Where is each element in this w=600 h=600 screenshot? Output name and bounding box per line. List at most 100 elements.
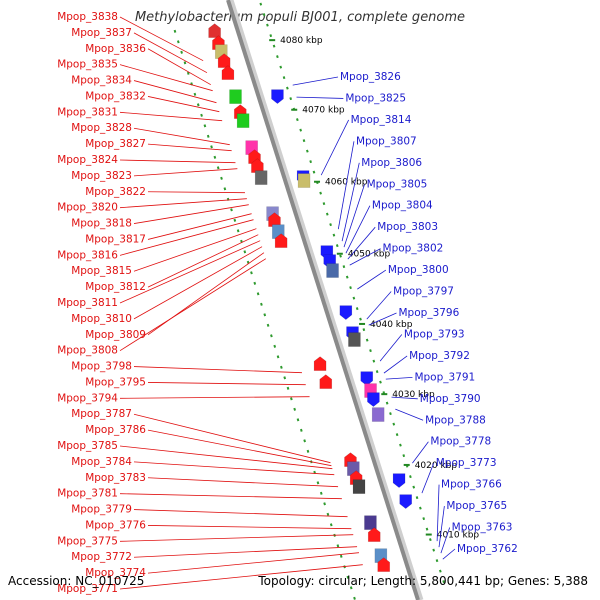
tick-dash bbox=[353, 596, 356, 600]
tick-dash bbox=[230, 208, 233, 212]
left-gene-label: Mpop_3795 bbox=[85, 376, 146, 388]
right-leader-line bbox=[349, 248, 381, 266]
tick-dash bbox=[200, 113, 203, 117]
tick-dash bbox=[262, 13, 266, 17]
tick-dash bbox=[180, 50, 183, 54]
tick-dash bbox=[345, 275, 349, 279]
tick-dash bbox=[220, 176, 223, 180]
left-leader-line bbox=[147, 552, 359, 574]
gene-feature bbox=[229, 89, 242, 104]
tick-dash bbox=[432, 548, 436, 552]
kbp-label: 4080 kbp bbox=[280, 36, 323, 46]
left-leader-line bbox=[119, 111, 223, 122]
tick-dash bbox=[193, 92, 197, 96]
tick-dash bbox=[270, 334, 273, 338]
tick-dash bbox=[379, 380, 382, 384]
tick-dash bbox=[279, 65, 283, 69]
tick-dash bbox=[389, 412, 392, 416]
left-leader-line bbox=[119, 258, 267, 352]
right-gene-label: Mpop_3802 bbox=[383, 243, 444, 255]
left-leader-line bbox=[119, 534, 354, 542]
tick-dash bbox=[272, 44, 276, 48]
tick-dash bbox=[395, 433, 399, 437]
tick-dash bbox=[305, 149, 309, 153]
left-leader-line bbox=[133, 127, 230, 146]
tick-dash bbox=[280, 365, 283, 369]
tick-dash bbox=[352, 296, 356, 300]
right-leader-line bbox=[421, 463, 435, 494]
left-leader-line bbox=[119, 445, 333, 470]
left-gene-label: Mpop_3783 bbox=[85, 472, 146, 484]
gene-feature bbox=[208, 23, 221, 38]
tick-dash bbox=[325, 212, 329, 216]
tick-dash bbox=[355, 307, 359, 311]
tick-dash bbox=[322, 202, 326, 206]
tick-dash bbox=[286, 386, 290, 390]
left-gene-label: Mpop_3784 bbox=[71, 456, 132, 468]
left-gene-label: Mpop_3838 bbox=[57, 11, 118, 23]
tick-dash bbox=[266, 323, 270, 327]
tick-dash bbox=[223, 187, 227, 191]
left-leader-line bbox=[119, 564, 363, 590]
left-gene-label: Mpop_3815 bbox=[71, 265, 132, 277]
right-leader-line bbox=[391, 396, 418, 400]
tick-dash bbox=[385, 401, 389, 405]
left-leader-line bbox=[133, 204, 249, 224]
gene-feature bbox=[348, 332, 361, 347]
left-leader-line bbox=[133, 80, 217, 104]
tick-dash bbox=[303, 439, 306, 443]
tick-dash bbox=[299, 128, 303, 132]
left-gene-label: Mpop_3775 bbox=[57, 535, 118, 547]
right-gene-label: Mpop_3766 bbox=[441, 479, 502, 491]
right-leader-line bbox=[436, 484, 440, 542]
gene-feature bbox=[254, 170, 268, 185]
tick-dash bbox=[183, 61, 187, 65]
left-leader-line bbox=[133, 413, 331, 464]
tick-dash bbox=[210, 145, 213, 149]
left-gene-label: Mpop_3785 bbox=[57, 440, 118, 452]
tick-dash bbox=[283, 376, 287, 380]
left-gene-label: Mpop_3809 bbox=[85, 329, 146, 341]
tick-dash bbox=[186, 71, 190, 75]
right-leader-line bbox=[320, 119, 349, 176]
left-leader-line bbox=[119, 16, 204, 62]
left-gene-label: Mpop_3837 bbox=[71, 27, 132, 39]
right-leader-line bbox=[412, 441, 429, 464]
left-leader-line bbox=[119, 198, 247, 209]
left-gene-label: Mpop_3831 bbox=[57, 106, 118, 118]
tick-dash bbox=[409, 475, 412, 479]
gene-feature bbox=[339, 305, 353, 320]
left-leader-line bbox=[147, 191, 245, 194]
tick-dash bbox=[332, 233, 336, 237]
tick-dash bbox=[293, 407, 297, 411]
tick-dash bbox=[422, 517, 426, 521]
left-gene-label: Mpop_3832 bbox=[85, 90, 146, 102]
left-leader-line bbox=[119, 396, 310, 399]
tick-dash bbox=[269, 34, 273, 38]
tick-dash bbox=[273, 344, 277, 348]
tick-dash bbox=[286, 86, 289, 90]
right-gene-label: Mpop_3800 bbox=[388, 264, 449, 276]
right-gene-label: Mpop_3778 bbox=[430, 436, 491, 448]
tick-dash bbox=[323, 502, 326, 506]
left-gene-label: Mpop_3816 bbox=[57, 249, 118, 261]
right-gene-label: Mpop_3765 bbox=[446, 500, 507, 512]
tick-dash bbox=[250, 271, 253, 275]
left-gene-label: Mpop_3811 bbox=[57, 297, 118, 309]
left-leader-line bbox=[119, 159, 236, 164]
left-gene-label: Mpop_3787 bbox=[71, 408, 132, 420]
right-leader-line bbox=[379, 334, 403, 362]
right-gene-label: Mpop_3796 bbox=[399, 307, 460, 319]
tick-dash bbox=[276, 55, 279, 59]
left-gene-label: Mpop_3818 bbox=[71, 218, 132, 230]
gene-feature bbox=[221, 65, 235, 80]
left-gene-label: Mpop_3835 bbox=[57, 59, 118, 71]
left-leader-line bbox=[119, 240, 261, 304]
kbp-label: 4020 kbp bbox=[415, 461, 458, 471]
tick-dash bbox=[266, 23, 269, 27]
right-gene-label: Mpop_3791 bbox=[414, 371, 475, 383]
tick-dash bbox=[196, 103, 200, 107]
right-gene-label: Mpop_3797 bbox=[393, 286, 454, 298]
gene-labels: Mpop_3838Mpop_3837Mpop_3836Mpop_3835Mpop… bbox=[57, 11, 518, 595]
